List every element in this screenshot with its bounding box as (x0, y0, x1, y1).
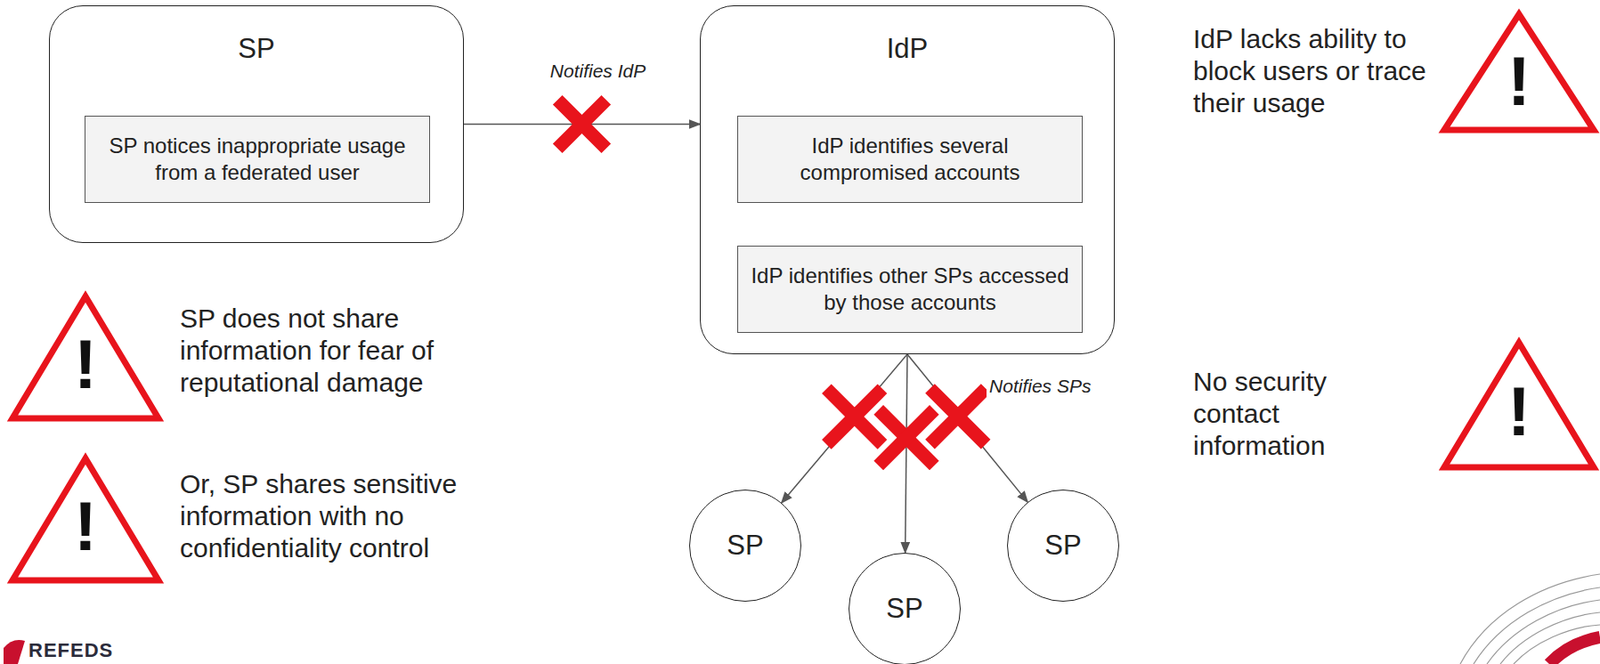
box-text: SP (1044, 529, 1081, 562)
connector-arrow (905, 354, 908, 553)
box-text: SP (885, 592, 923, 626)
note-text: No security contact information (1193, 365, 1349, 463)
sp-circle: SP (848, 552, 961, 664)
box-text: SP notices inappropriate usage from a fe… (97, 132, 417, 187)
blocked-cross (831, 393, 878, 440)
process-box: IdP identifies other SPs accessed by tho… (737, 245, 1083, 333)
sp-circle: SP (689, 489, 802, 602)
sp-circle: SP (1007, 489, 1120, 602)
idp-box: IdP IdP identifies several compromised ac… (699, 5, 1115, 355)
edge-label: Notifies SPs (986, 375, 1094, 398)
blocked-cross (562, 105, 602, 145)
note-text: IdP lacks ability to block users or trac… (1193, 23, 1447, 120)
blocked-cross (934, 393, 982, 440)
box-text: IdP identifies several compromised accou… (750, 132, 1070, 187)
logo-text: REFEDS (28, 639, 114, 663)
box-text: IdP identifies other SPs accessed by tho… (750, 262, 1070, 317)
sp-box: SP SP notices inappropriate usage from a … (48, 5, 464, 244)
warning-mark: ! (58, 329, 113, 399)
warning-mark: ! (1492, 376, 1546, 447)
box-title: IdP (700, 32, 1114, 65)
process-box: SP notices inappropriate usage from a fe… (84, 115, 431, 204)
logo-mark (3, 640, 25, 664)
edge-label: Notifies IdP (547, 60, 649, 82)
brand-swirl (1460, 574, 1600, 664)
blocked-cross (883, 414, 930, 462)
note-text: Or, SP shares sensitive information with… (179, 468, 510, 565)
box-text: SP (726, 529, 764, 562)
warning-mark: ! (58, 491, 113, 561)
note-text: SP does not share information for fear o… (179, 302, 510, 399)
process-box: IdP identifies several compromised accou… (737, 115, 1083, 204)
warning-mark: ! (1492, 46, 1546, 116)
box-title: SP (49, 32, 463, 65)
